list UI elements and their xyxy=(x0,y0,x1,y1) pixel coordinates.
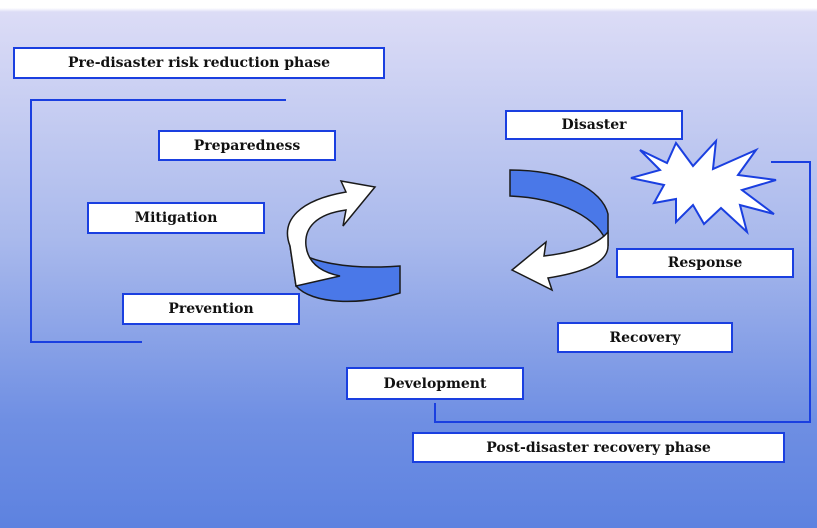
pre-phase-bracket-left xyxy=(30,99,32,342)
response-label: Response xyxy=(616,248,794,278)
left-cycle-arrow-icon xyxy=(286,180,401,303)
post-disaster-phase-label: Post-disaster recovery phase xyxy=(412,432,785,463)
post-phase-bracket-bottom xyxy=(434,421,811,423)
disaster-burst-icon xyxy=(630,138,777,236)
disaster-label: Disaster xyxy=(505,110,683,140)
pre-phase-bracket-bottom xyxy=(30,341,142,343)
post-phase-bracket-right xyxy=(809,161,811,423)
post-phase-bracket-left xyxy=(434,403,436,423)
pre-phase-bracket-top xyxy=(30,99,286,101)
prevention-label: Prevention xyxy=(122,293,300,325)
development-label: Development xyxy=(346,367,524,400)
post-phase-bracket-top xyxy=(771,161,811,163)
pre-disaster-phase-label: Pre-disaster risk reduction phase xyxy=(13,47,385,79)
recovery-label: Recovery xyxy=(557,322,733,353)
right-cycle-arrow-icon xyxy=(509,169,609,292)
preparedness-label: Preparedness xyxy=(158,130,336,161)
mitigation-label: Mitigation xyxy=(87,202,265,234)
